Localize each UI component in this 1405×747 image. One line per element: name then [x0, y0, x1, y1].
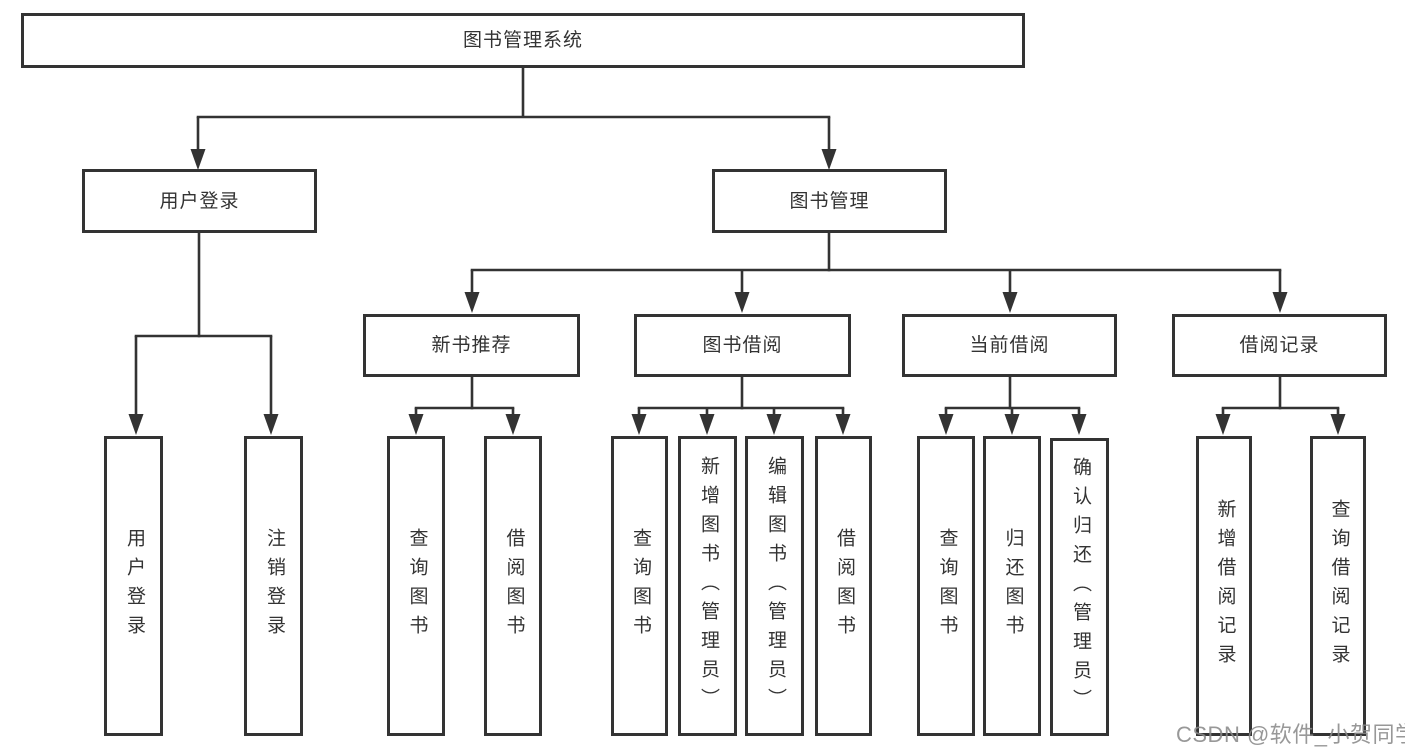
- leaf-bb-borrow-books: 借阅图书: [815, 436, 872, 736]
- leaf-nb-query-books-label: 查询图书: [406, 528, 428, 644]
- node-current-borrow: 当前借阅: [902, 314, 1117, 377]
- node-current-borrow-label: 当前借阅: [969, 335, 1050, 356]
- node-borrow-records: 借阅记录: [1172, 314, 1387, 377]
- leaf-cb-query-books: 查询图书: [917, 436, 975, 736]
- csdn-watermark: CSDN @软件_小贺同学: [1176, 722, 1405, 747]
- leaf-cb-confirm-return-admin-label: 确认归还（管理员）: [1069, 456, 1091, 718]
- node-root: 图书管理系统: [21, 13, 1025, 68]
- leaf-logout: 注销登录: [244, 436, 303, 736]
- leaf-bb-edit-books-admin: 编辑图书（管理员）: [745, 436, 804, 736]
- leaf-br-add-record: 新增借阅记录: [1196, 436, 1252, 736]
- leaf-br-query-record-label: 查询借阅记录: [1328, 499, 1350, 673]
- leaf-bb-borrow-books-label: 借阅图书: [833, 528, 855, 644]
- leaf-br-query-record: 查询借阅记录: [1310, 436, 1366, 736]
- node-book-borrow: 图书借阅: [634, 314, 851, 377]
- leaf-cb-return-books-label: 归还图书: [1002, 528, 1024, 644]
- leaf-br-add-record-label: 新增借阅记录: [1214, 499, 1236, 673]
- node-borrow-records-label: 借阅记录: [1239, 335, 1320, 356]
- node-user-login: 用户登录: [82, 169, 317, 233]
- leaf-bb-edit-books-admin-label: 编辑图书（管理员）: [764, 455, 786, 717]
- leaf-cb-confirm-return-admin: 确认归还（管理员）: [1050, 438, 1109, 736]
- leaf-bb-add-books-admin-label: 新增图书（管理员）: [697, 455, 719, 717]
- leaf-user-login-label: 用户登录: [123, 528, 145, 644]
- leaf-bb-query-books-label: 查询图书: [629, 528, 651, 644]
- leaf-cb-return-books: 归还图书: [983, 436, 1041, 736]
- node-root-label: 图书管理系统: [462, 30, 583, 51]
- node-book-management: 图书管理: [712, 169, 947, 233]
- leaf-bb-add-books-admin: 新增图书（管理员）: [678, 436, 737, 736]
- node-new-book-recommend: 新书推荐: [363, 314, 580, 377]
- leaf-logout-label: 注销登录: [263, 528, 285, 644]
- leaf-cb-query-books-label: 查询图书: [936, 528, 958, 644]
- node-new-book-recommend-label: 新书推荐: [431, 335, 512, 356]
- leaf-user-login: 用户登录: [104, 436, 163, 736]
- node-book-management-label: 图书管理: [789, 190, 870, 212]
- node-user-login-label: 用户登录: [159, 190, 240, 212]
- leaf-nb-borrow-books-label: 借阅图书: [503, 528, 525, 644]
- leaf-nb-query-books: 查询图书: [387, 436, 445, 736]
- node-book-borrow-label: 图书借阅: [702, 335, 783, 356]
- leaf-bb-query-books: 查询图书: [611, 436, 668, 736]
- leaf-nb-borrow-books: 借阅图书: [484, 436, 542, 736]
